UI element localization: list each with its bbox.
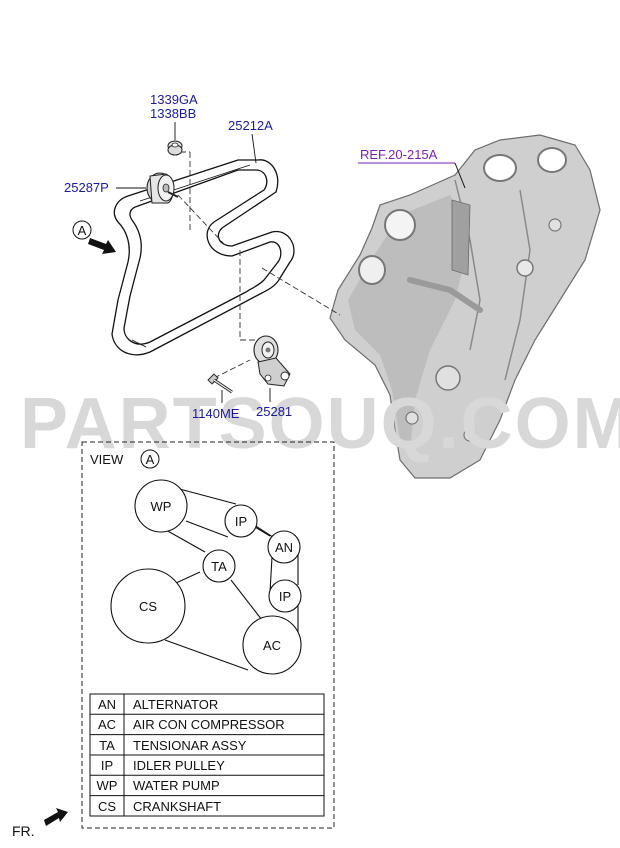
belt-leader: [251, 133, 257, 164]
svg-text:AN: AN: [275, 540, 293, 555]
cover-bore-mid-left: [358, 255, 386, 285]
cover-rib-3: [407, 277, 483, 313]
pulley-ip-right: IP: [268, 579, 302, 613]
part-label-1339ga: 1339GA: [150, 92, 198, 107]
part-label-25287p: 25287P: [64, 180, 109, 195]
legend-name: WATER PUMP: [133, 778, 220, 793]
cover-bore-lower: [435, 365, 461, 391]
part-label-1338bb: 1338BB: [150, 106, 196, 121]
leader-to-cover: [261, 267, 341, 316]
pulley-ip-top: IP: [224, 504, 258, 538]
svg-text:IP: IP: [235, 514, 247, 529]
cover-bore-center: [516, 259, 534, 277]
view-a-box: [81, 441, 335, 829]
view-a-title-circle: [140, 449, 160, 469]
ref-pointer: [358, 162, 466, 189]
cap-part: [167, 140, 183, 156]
cover-rib-2: [504, 189, 531, 381]
legend-name: IDLER PULLEY: [133, 758, 225, 773]
part-label-25281: 25281: [256, 404, 292, 419]
view-belt-routing: [149, 486, 299, 671]
svg-text:TA: TA: [211, 559, 227, 574]
cover-bore-top-left: [483, 154, 517, 182]
watermark: PARTSOUQ.COM: [20, 384, 620, 464]
part-label-1140me: 1140ME: [192, 406, 240, 421]
belt-inner: [123, 169, 282, 345]
pulley-wp: WP: [134, 479, 188, 533]
timing-chain-cover: [329, 134, 601, 479]
pulley-ta: TA: [202, 549, 236, 583]
ref-label: REF.20-215A: [360, 147, 438, 162]
legend-name: ALTERNATOR: [133, 697, 218, 712]
view-a-title: VIEW: [90, 452, 124, 467]
pulley-ac: AC: [242, 615, 302, 675]
gasket-strip: [451, 199, 471, 276]
legend-code: WP: [97, 778, 118, 793]
cover-bore-small: [405, 411, 419, 425]
pulley-cs: CS: [110, 568, 186, 644]
front-label: FR.: [12, 823, 35, 839]
pulley-an: AN: [267, 530, 301, 564]
view-a-callout: A: [72, 220, 116, 254]
legend-table: AN ALTERNATOR AC AIR CON COMPRESSOR TA T…: [89, 693, 325, 817]
tensioner-part: [253, 335, 291, 387]
legend-name: TENSIONAR ASSY: [133, 738, 247, 753]
belt-outer: [111, 159, 295, 356]
legend-code: IP: [101, 758, 113, 773]
idler-pulley-part: [146, 172, 179, 204]
bolt-part: [207, 373, 233, 394]
belt-exploded: [111, 159, 295, 356]
front-arrow-icon: [44, 808, 68, 826]
cover-bore-small-3: [548, 218, 562, 232]
view-direction-arrow-icon: [88, 238, 116, 254]
svg-text:IP: IP: [279, 589, 291, 604]
leader-bolt: [213, 359, 251, 379]
cover-bore-small-2: [463, 428, 477, 442]
svg-text:AC: AC: [263, 638, 281, 653]
legend-name: CRANKSHAFT: [133, 799, 221, 814]
view-a-title-letter: A: [146, 452, 155, 467]
svg-text:CS: CS: [139, 599, 157, 614]
cover-bore-left: [384, 209, 416, 241]
legend-code: AN: [98, 697, 116, 712]
svg-text:WP: WP: [151, 499, 172, 514]
svg-text:A: A: [78, 223, 87, 238]
legend-name: AIR CON COMPRESSOR: [133, 717, 285, 732]
cover-bore-top-right: [537, 147, 567, 173]
leader-idler: [177, 194, 226, 246]
part-label-25212a: 25212A: [228, 118, 273, 133]
legend-code: TA: [99, 738, 115, 753]
legend-code: AC: [98, 717, 116, 732]
legend-code: CS: [98, 799, 116, 814]
